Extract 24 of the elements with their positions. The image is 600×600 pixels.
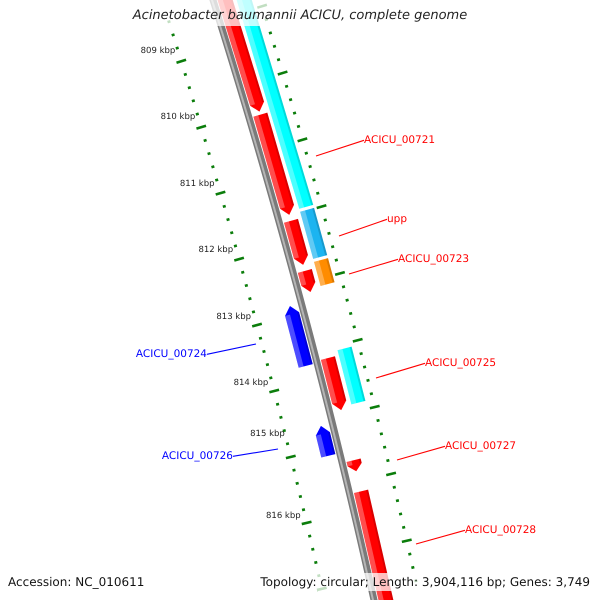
- scale-label: 811 kbp: [180, 178, 215, 189]
- scale-label: 810 kbp: [160, 112, 196, 123]
- leader-line: [206, 343, 256, 355]
- gene-label: ACICU_00723: [398, 253, 470, 266]
- leader-line: [376, 362, 426, 379]
- gene-label: upp: [387, 213, 407, 226]
- scale-label: 816 kbp: [266, 510, 301, 521]
- leader-line: [316, 140, 364, 157]
- scale-label: 809 kbp: [140, 46, 176, 56]
- leader-line: [416, 530, 466, 545]
- gene-label: ACICU_00726: [162, 450, 233, 463]
- leader-line: [396, 446, 446, 461]
- gene-label: ACICU_00725: [425, 357, 496, 370]
- gene-label: ACICU_00727: [445, 440, 516, 453]
- gene-label: ACICU_00721: [364, 134, 436, 147]
- leader-line: [338, 218, 388, 237]
- scale-label: 815 kbp: [250, 429, 285, 440]
- leader-line: [232, 448, 278, 457]
- gene-label: ACICU_00728: [465, 524, 536, 537]
- gene-label: ACICU_00724: [136, 348, 207, 361]
- scale-label: 812 kbp: [198, 245, 234, 256]
- scale-label: 813 kbp: [216, 312, 252, 322]
- leader-line: [348, 258, 398, 275]
- scale-label: 814 kbp: [234, 378, 268, 388]
